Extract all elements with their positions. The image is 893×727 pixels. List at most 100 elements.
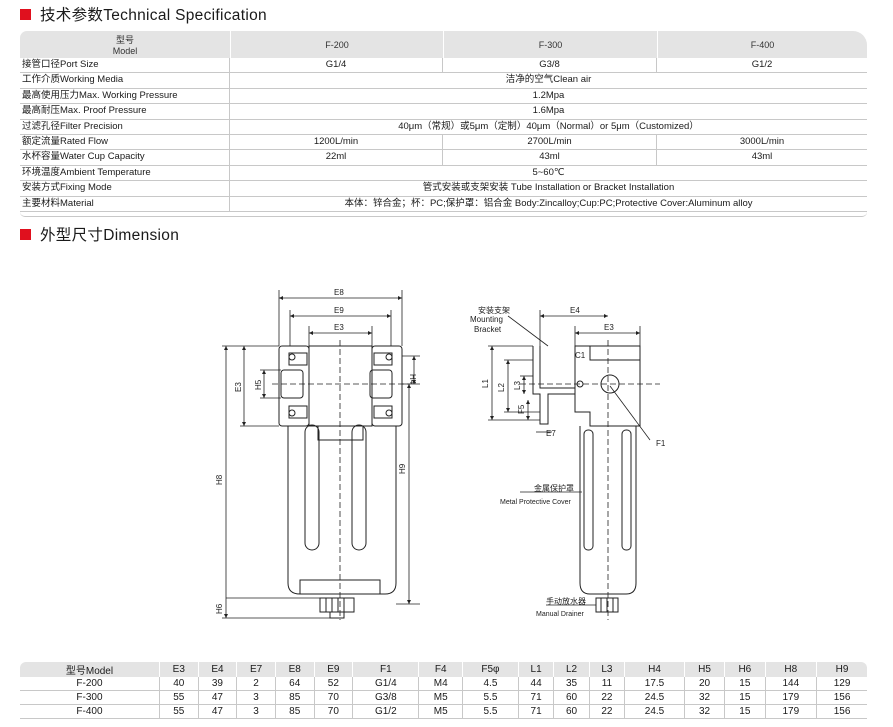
label-drain-en: Manual Drainer bbox=[536, 611, 585, 618]
dim-cell: 70 bbox=[314, 704, 354, 719]
dim-cell: G1/4 bbox=[352, 677, 420, 691]
dim-cell: 144 bbox=[765, 677, 818, 691]
dim-header-cell: H9 bbox=[816, 662, 867, 677]
spec-cell-span: 1.6Mpa bbox=[532, 105, 565, 117]
spec-row-label: 安装方式Fixing Mode bbox=[20, 181, 230, 196]
front-dimensions bbox=[222, 290, 420, 620]
dim-cell: 24.5 bbox=[624, 690, 685, 705]
spec-cell: 43ml bbox=[751, 151, 773, 163]
spec-table-bottom bbox=[20, 212, 867, 217]
spec-cell: G1/4 bbox=[230, 58, 443, 73]
dim-header-cell: E3 bbox=[159, 662, 199, 677]
spec-cell: 3000L/min bbox=[739, 135, 785, 147]
dim-header-cell: H5 bbox=[684, 662, 726, 677]
dimension-drawing: E8 E9 E3 H8 E3 H5 H4 H9 H6 bbox=[215, 288, 666, 620]
spec-row: 最高耐压Max. Proof Pressure 1.6Mpa bbox=[20, 104, 867, 120]
red-square-icon bbox=[20, 228, 31, 240]
label-e9: E9 bbox=[334, 306, 344, 315]
dim-cell: 156 bbox=[816, 690, 867, 705]
spec-row-label: 额定流量Rated Flow bbox=[20, 134, 230, 150]
dim-cell: M4 bbox=[418, 677, 463, 691]
spec-row-label: 主要材料Material bbox=[20, 196, 230, 211]
spec-row-label: 过滤孔径Filter Precision bbox=[20, 119, 230, 134]
dim-cell: 44 bbox=[518, 677, 555, 691]
dim-cell: F-400 bbox=[20, 704, 160, 719]
dim-cell: 22 bbox=[589, 704, 626, 719]
label-e4: E4 bbox=[570, 306, 580, 315]
dim-header-cell: H8 bbox=[765, 662, 818, 677]
spec-cell: 1200L/min bbox=[230, 134, 443, 150]
spec-cell-span: 40μm（常规）或5μm（定制）40μm（Normal）or 5μm（Custo… bbox=[398, 120, 699, 132]
spec-cell: 43ml bbox=[443, 150, 657, 165]
model-label-en: Model bbox=[112, 46, 138, 56]
dim-header-cell: E4 bbox=[198, 662, 238, 677]
dim-cell: 32 bbox=[684, 690, 726, 705]
front-labels: E8 E9 E3 H8 E3 H5 H4 H9 H6 bbox=[215, 288, 417, 614]
dim-cell: 52 bbox=[314, 677, 354, 691]
dim-header-cell: F1 bbox=[352, 662, 420, 677]
dim-cell: 129 bbox=[816, 677, 867, 691]
dim-header-cell: L2 bbox=[553, 662, 590, 677]
dim-cell: 179 bbox=[765, 704, 818, 719]
spec-row-label: 最高耐压Max. Proof Pressure bbox=[20, 104, 230, 119]
model-header-f300: F-300 bbox=[444, 31, 658, 58]
dim-cell: 3 bbox=[236, 690, 276, 705]
label-h9: H9 bbox=[398, 463, 407, 474]
label-f1: F1 bbox=[656, 439, 666, 448]
spec-table: 型号 Model F-200 F-300 F-400 接管口径Port Size… bbox=[20, 31, 867, 217]
dim-cell: 11 bbox=[589, 677, 626, 691]
dim-cell: 70 bbox=[314, 690, 354, 705]
spec-row: 过滤孔径Filter Precision 40μm（常规）或5μm（定制）40μm… bbox=[20, 119, 867, 135]
dim-cell: 35 bbox=[553, 677, 590, 691]
label-h8: H8 bbox=[215, 474, 224, 485]
dim-cell: 5.5 bbox=[462, 690, 519, 705]
dim-cell: G3/8 bbox=[352, 690, 420, 705]
label-l2: L2 bbox=[497, 383, 506, 392]
dim-cell: 24.5 bbox=[624, 704, 685, 719]
spec-row-label: 水杯容量Water Cup Capacity bbox=[20, 150, 230, 165]
dim-cell: F-200 bbox=[20, 677, 160, 691]
model-label-cn: 型号 bbox=[115, 35, 134, 45]
dim-cell: 20 bbox=[684, 677, 726, 691]
dim-header-cell: F4 bbox=[418, 662, 463, 677]
dimension-section-title: 外型尺寸Dimension bbox=[20, 224, 179, 244]
spec-row: 环境温度Ambient Temperature 5~60℃ bbox=[20, 165, 867, 182]
side-view bbox=[532, 345, 641, 613]
dim-cell: 156 bbox=[816, 704, 867, 719]
dim-cell: M5 bbox=[418, 704, 463, 719]
dim-cell: 71 bbox=[518, 704, 555, 719]
dim-header-cell: E7 bbox=[236, 662, 276, 677]
dim-header-cell: E9 bbox=[314, 662, 354, 677]
model-header-cell: 型号 Model bbox=[20, 31, 231, 58]
label-bracket-en1: Mounting bbox=[470, 315, 503, 324]
label-cover-cn: 金属保护罩 bbox=[534, 483, 574, 493]
dim-cell: 85 bbox=[275, 690, 315, 705]
label-e7: E7 bbox=[546, 429, 556, 438]
spec-row-label: 环境温度Ambient Temperature bbox=[20, 165, 230, 181]
spec-section-title: 技术参数Technical Specification bbox=[20, 4, 267, 24]
spec-cell-span: 洁净的空气Clean air bbox=[505, 74, 592, 86]
spec-cell-span: 5~60℃ bbox=[532, 166, 565, 178]
dim-cell: 40 bbox=[159, 677, 199, 691]
dim-cell: 3 bbox=[236, 704, 276, 719]
red-square-icon bbox=[20, 8, 31, 20]
model-header-f200: F-200 bbox=[231, 31, 444, 58]
spec-cell: G3/8 bbox=[443, 58, 657, 73]
dim-cell: 5.5 bbox=[462, 704, 519, 719]
dim-cell: 15 bbox=[724, 704, 766, 719]
label-drain-cn: 手动放水器 bbox=[546, 596, 586, 606]
dimension-title-text: 外型尺寸Dimension bbox=[40, 227, 180, 244]
dim-cell: 15 bbox=[724, 677, 766, 691]
dim-cell: 85 bbox=[275, 704, 315, 719]
dim-header-cell: 型号Model bbox=[20, 662, 160, 677]
dim-cell: 22 bbox=[589, 690, 626, 705]
spec-title-text: 技术参数Technical Specification bbox=[40, 7, 267, 24]
